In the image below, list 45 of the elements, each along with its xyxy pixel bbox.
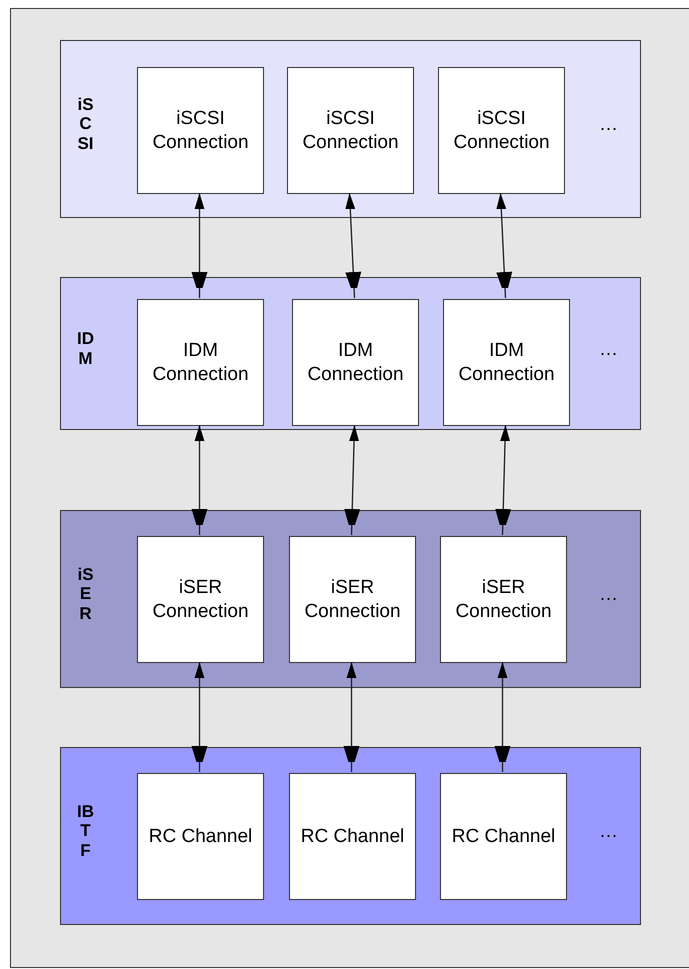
double-arrow xyxy=(495,424,513,536)
layer-label: iSER xyxy=(77,564,94,624)
layer-box xyxy=(60,747,641,925)
double-arrow xyxy=(494,192,512,298)
connection-label: IDM Connection xyxy=(306,338,405,386)
connection-box xyxy=(289,536,416,663)
ellipsis: … xyxy=(599,821,618,843)
connection-box xyxy=(137,536,264,663)
connection-label: IDM Connection xyxy=(151,338,250,386)
connection-label: iSER Connection xyxy=(454,576,553,624)
ellipsis: … xyxy=(599,114,618,136)
layer-label: IBTF xyxy=(77,802,94,860)
connection-label: IDM Connection xyxy=(457,338,556,386)
connection-label: iSCSI Connection xyxy=(301,106,400,154)
connection-label: iSER Connection xyxy=(303,576,402,624)
connection-box xyxy=(287,67,414,194)
connection-box xyxy=(440,536,567,663)
connection-box xyxy=(438,67,565,194)
connection-label: iSCSI Connection xyxy=(452,106,551,154)
layer-label: IDM xyxy=(77,328,94,368)
connection-label: iSER Connection xyxy=(151,576,250,624)
layer-box xyxy=(60,510,641,688)
connection-box xyxy=(137,67,264,194)
double-arrow xyxy=(344,424,362,536)
connection-box xyxy=(137,773,264,900)
double-arrow xyxy=(192,662,208,772)
connection-box xyxy=(440,773,567,900)
connection-label: RC Channel xyxy=(148,824,254,848)
connection-box xyxy=(292,299,419,426)
connection-label: RC Channel xyxy=(300,824,406,848)
connection-box xyxy=(137,299,264,426)
connection-box xyxy=(443,299,570,426)
double-arrow xyxy=(344,662,360,772)
double-arrow xyxy=(192,425,208,535)
connection-label: RC Channel xyxy=(450,824,556,848)
double-arrow xyxy=(342,192,362,298)
ellipsis: … xyxy=(599,584,618,606)
connection-label: iSCSI Connection xyxy=(151,106,250,154)
layer-label: iSCSI xyxy=(77,94,94,154)
ellipsis: … xyxy=(599,338,618,360)
layer-box xyxy=(60,40,641,218)
double-arrow xyxy=(192,193,208,298)
connection-box xyxy=(289,773,416,900)
double-arrow xyxy=(494,662,510,772)
layer-box xyxy=(60,277,641,430)
